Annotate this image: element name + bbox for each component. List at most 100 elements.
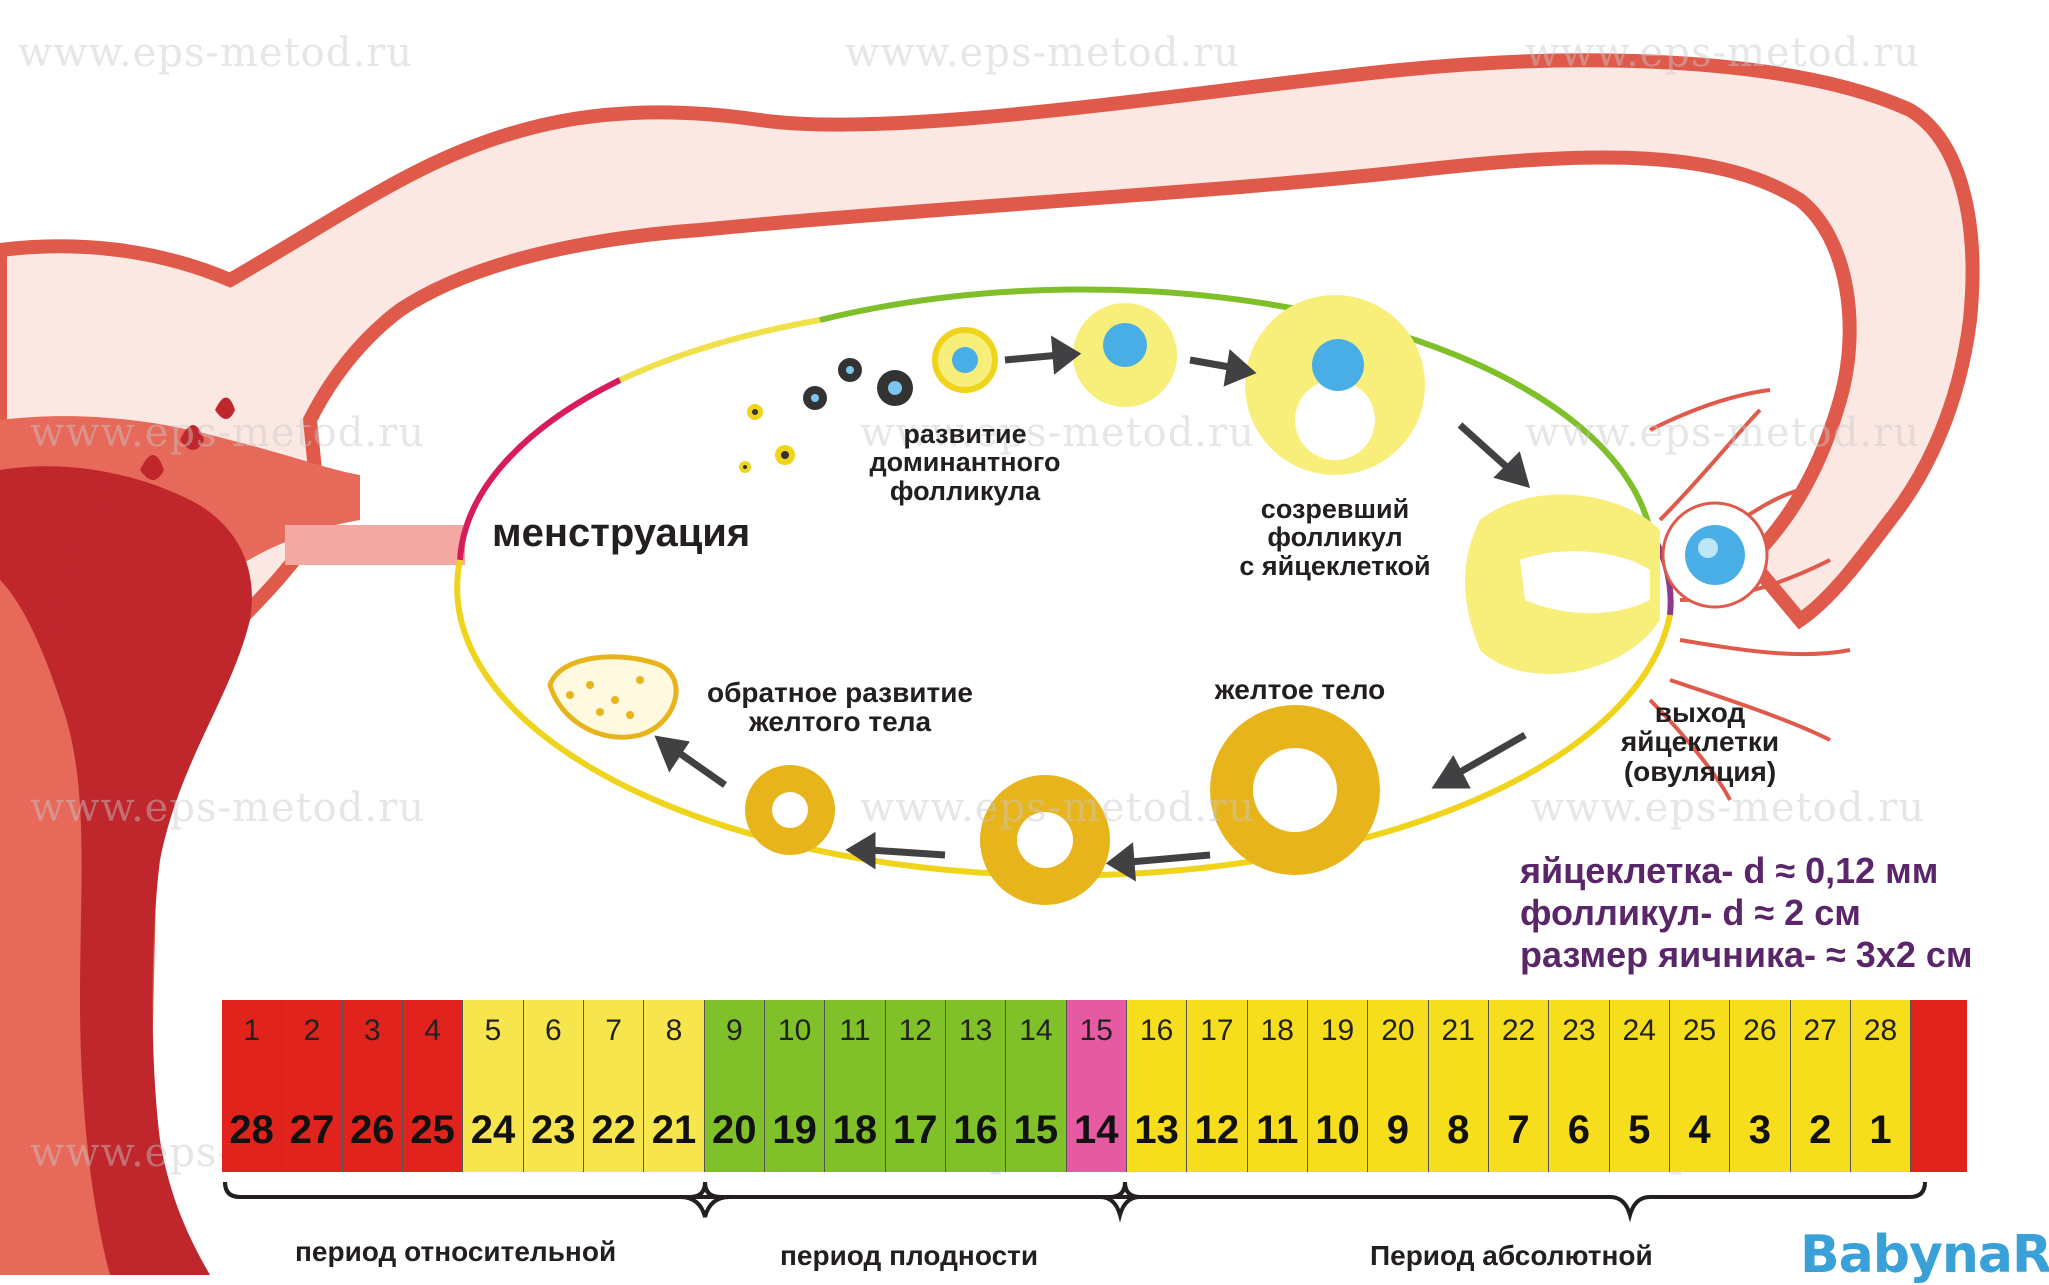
day-number: 9 (725, 1014, 743, 1047)
day-number: 8 (665, 1014, 683, 1047)
days-remaining: 8 (1447, 1108, 1470, 1152)
day-number: 3 (363, 1014, 381, 1047)
watermark: www.eps-metod.ru (1525, 410, 1920, 456)
days-remaining: 23 (531, 1108, 576, 1152)
days-remaining: 15 (1013, 1108, 1059, 1152)
days-remaining: 6 (1567, 1108, 1590, 1152)
calendar-day-14: 14 15 (1006, 1000, 1067, 1172)
calendar-day-10: 10 19 (764, 1000, 826, 1172)
day-number: 2 (303, 1014, 321, 1047)
uterus-cavity (0, 466, 252, 1275)
days-remaining: 21 (651, 1108, 697, 1152)
days-remaining: 3 (1748, 1108, 1771, 1152)
day-number: 16 (1139, 1014, 1174, 1047)
watermark: www.eps-metod.ru (860, 410, 1255, 456)
calendar-day-24: 24 5 (1609, 1000, 1670, 1172)
brand-logo: BabynaR (1800, 1225, 2049, 1285)
day-number: 20 (1381, 1014, 1415, 1047)
day-number: 6 (544, 1014, 562, 1047)
day-number: 7 (605, 1014, 622, 1047)
day-number: 27 (1803, 1014, 1837, 1047)
watermark: www.eps-metod.ru (845, 30, 1240, 76)
ovulation-label: выход яйцеклетки (овуляция) (1620, 697, 1780, 787)
size-notes: яйцеклетка- d ≈ 0,12 мм фолликул- d ≈ 2 … (1520, 850, 1973, 976)
regression-label: обратное развитие желтого тела (706, 677, 973, 738)
watermark: www.eps-metod.ru (18, 30, 413, 76)
day-number: 14 (1019, 1014, 1053, 1047)
watermark: www.eps-metod.ru (30, 785, 425, 831)
egg-size: яйцеклетка- d ≈ 0,12 мм (1520, 850, 1939, 891)
blood-drops (40, 397, 235, 630)
day-number: 13 (958, 1014, 993, 1047)
dominant-follicle-label: развитие доминантного фолликула (869, 419, 1061, 506)
calendar-day-6: 6 23 (523, 1000, 584, 1172)
calendar-day-28: 28 1 (1850, 1000, 1912, 1172)
days-remaining: 17 (893, 1108, 938, 1152)
day-number: 21 (1441, 1014, 1475, 1047)
days-remaining: 7 (1507, 1108, 1530, 1152)
days-remaining: 19 (772, 1108, 817, 1152)
calendar-day-5: 5 24 (463, 1000, 524, 1172)
day-number: 22 (1501, 1014, 1536, 1047)
period-relative-label: период относительной (295, 1236, 617, 1267)
day-number: 19 (1320, 1014, 1355, 1047)
days-remaining: 26 (350, 1108, 395, 1152)
watermark: www.eps-metod.ru (1530, 785, 1925, 831)
days-remaining: 18 (832, 1108, 878, 1152)
ovarian-ligament (285, 525, 465, 565)
day-number: 15 (1079, 1014, 1113, 1047)
calendar-day-21: 21 8 (1428, 1000, 1489, 1172)
period-fertile-label: период плодности (780, 1240, 1039, 1271)
day-number: 1 (243, 1014, 260, 1047)
day-number: 5 (484, 1014, 502, 1047)
calendar-day-3: 3 26 (342, 1000, 403, 1172)
ovary-size: размер яичника- ≈ 3x2 см (1520, 934, 1973, 976)
days-remaining: 24 (470, 1108, 516, 1152)
days-remaining: 20 (712, 1108, 757, 1152)
days-remaining: 13 (1134, 1108, 1179, 1152)
days-remaining: 10 (1315, 1108, 1360, 1152)
cycle-arrows (654, 335, 1531, 882)
menstruation-label: менструация (492, 511, 751, 555)
calendar-day-7: 7 22 (583, 1000, 645, 1172)
day-number: 12 (898, 1014, 932, 1047)
day-number: 10 (777, 1014, 812, 1047)
day-number: 18 (1260, 1014, 1294, 1047)
days-remaining: 25 (410, 1108, 455, 1152)
days-remaining: 4 (1688, 1108, 1711, 1152)
days-remaining: 12 (1194, 1108, 1240, 1152)
days-remaining: 1 (1869, 1108, 1892, 1152)
day-number: 17 (1200, 1014, 1234, 1047)
small-follicles (739, 295, 1769, 674)
calendar-day-26: 26 3 (1730, 1000, 1791, 1172)
follicle-size: фолликул- d ≈ 2 см (1520, 892, 1861, 934)
day-number: 28 (1863, 1014, 1898, 1047)
calendar-day-12: 12 17 (885, 1000, 946, 1172)
calendar-day-4: 4 25 (402, 1000, 464, 1172)
calendar-day-8: 8 21 (644, 1000, 705, 1172)
day-number: 24 (1622, 1014, 1656, 1047)
watermark: www.eps-metod.ru (860, 785, 1255, 831)
corpus-luteum-rings (547, 654, 1380, 905)
days-remaining: 16 (953, 1108, 998, 1152)
days-remaining: 22 (591, 1108, 636, 1152)
days-remaining: 27 (289, 1108, 335, 1152)
days-remaining: 5 (1628, 1108, 1651, 1152)
calendar-day-9: 9 20 (704, 1000, 765, 1172)
day-number: 26 (1743, 1014, 1777, 1047)
day-number: 4 (424, 1014, 441, 1047)
calendar-day-2: 2 27 (282, 1000, 343, 1172)
days-remaining: 11 (1256, 1108, 1299, 1152)
